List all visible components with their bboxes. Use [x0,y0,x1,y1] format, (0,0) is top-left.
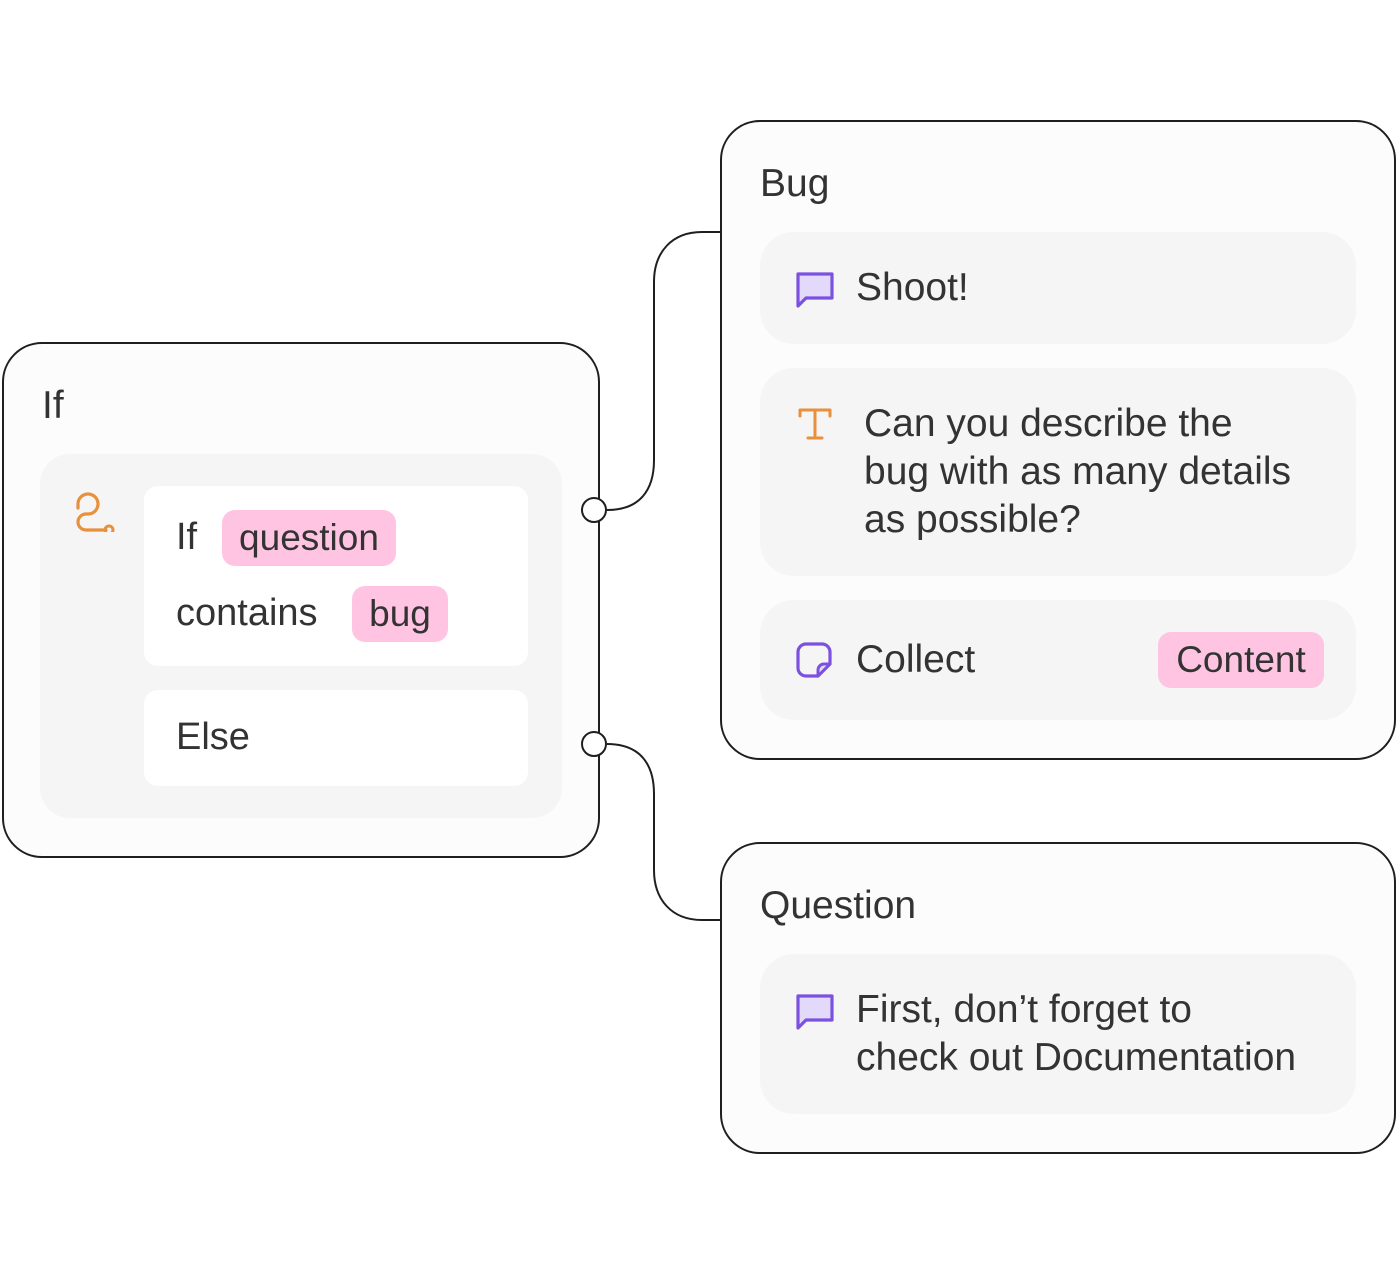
message-line-2: check out Documentation [856,1036,1297,1079]
if-keyword: If [176,516,198,558]
variable-pill-question[interactable]: question [222,510,396,566]
chat-bubble-icon [794,270,836,315]
if-card-title: If [42,384,64,427]
if-output-port[interactable] [581,497,607,523]
if-conditions-panel: If question contains bug Else [40,454,562,818]
branch-route-icon [72,490,116,537]
if-block-card[interactable]: If If question contains bug Else [2,342,600,858]
connector-else-to-question [606,743,720,921]
operator-label: contains [176,592,318,634]
else-output-port[interactable] [581,731,607,757]
text-input-icon [796,406,836,449]
message-step-shoot[interactable]: Shoot! [760,232,1356,344]
else-condition-row[interactable]: Else [144,690,528,786]
question-line-3: as possible? [864,498,1081,541]
message-text: Shoot! [856,266,969,309]
text-input-step[interactable]: Can you describe the bug with as many de… [760,368,1356,576]
question-line-1: Can you describe the [864,402,1233,445]
question-group-card[interactable]: Question First, don’t forget to check ou… [720,842,1396,1154]
connector-if-to-bug [606,231,720,511]
collect-step[interactable]: Collect Content [760,600,1356,720]
message-step-documentation[interactable]: First, don’t forget to check out Documen… [760,954,1356,1114]
content-variable-pill[interactable]: Content [1158,632,1324,688]
collect-label: Collect [856,638,976,681]
chat-bubble-icon [794,992,836,1037]
if-condition-row[interactable]: If question contains bug [144,486,528,666]
else-label: Else [176,716,250,758]
collect-note-icon [794,640,836,687]
bug-group-card[interactable]: Bug Shoot! Can you describe the bug with… [720,120,1396,760]
value-pill-bug[interactable]: bug [352,586,448,642]
message-line-1: First, don’t forget to [856,988,1192,1031]
bug-card-title: Bug [760,162,830,205]
question-line-2: bug with as many details [864,450,1292,493]
question-card-title: Question [760,884,917,927]
